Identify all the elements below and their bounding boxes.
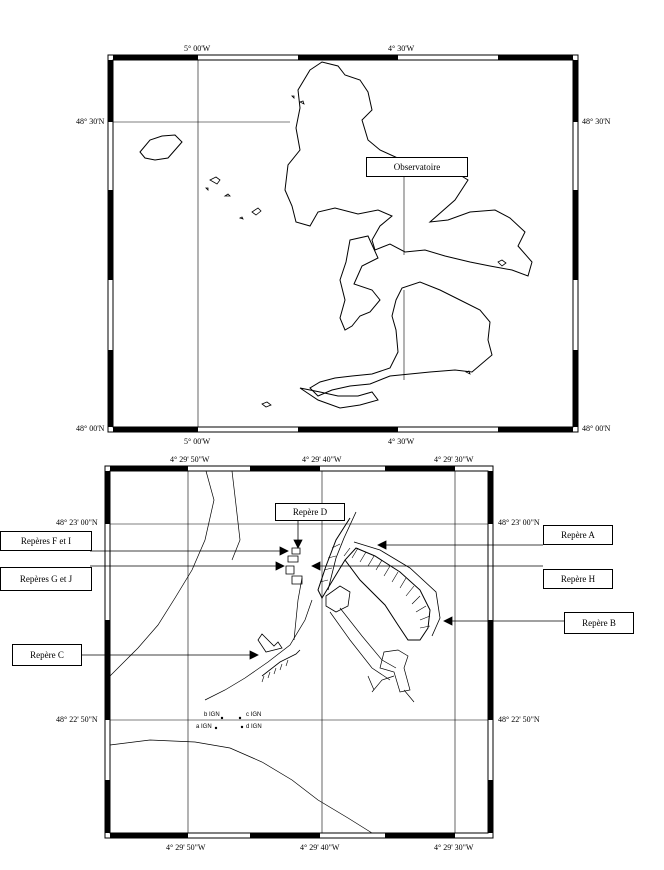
ign-b-label: b IGN <box>204 712 220 718</box>
map2-bottom-label-3: 4° 29' 30"W <box>434 843 474 852</box>
repere-b-callout: Repère B <box>564 612 634 634</box>
map1-bottom-label-2: 4° 30'W <box>388 437 415 446</box>
map1-right-label-1: 48° 30'N <box>582 117 611 126</box>
map2-coast-edge <box>293 577 303 641</box>
map1-ouessant-island <box>139 134 183 161</box>
map2-buildings <box>285 547 303 585</box>
map1-crozon-peninsula <box>339 235 381 331</box>
map2-top-label-3: 4° 29' 30"W <box>434 455 474 464</box>
map2-breakwater-outer <box>327 511 441 637</box>
map2-left-label-2: 48° 22' 50"N <box>56 715 98 724</box>
map2-depth-contour <box>109 470 215 677</box>
repere-d-callout: Repère D <box>275 503 345 521</box>
map2-inner-frame <box>109 470 489 834</box>
ign-d-label: d IGN <box>246 724 262 730</box>
map1-top-label-2: 4° 30'W <box>388 44 415 53</box>
map2-shoreline <box>231 470 241 561</box>
map2-t-jetty <box>257 633 283 653</box>
map2-pier <box>261 649 301 677</box>
map2-ign-points <box>214 716 244 730</box>
ign-c-label: c IGN <box>246 712 262 718</box>
map1-frame-scale-bars <box>108 55 578 432</box>
map2-right-label-2: 48° 22' 50"N <box>498 715 540 724</box>
map2-frame <box>104 465 494 839</box>
map1-bottom-label-1: 5° 00'W <box>184 437 211 446</box>
map1-south-coast <box>309 281 493 397</box>
repere-h-callout: Repère H <box>543 569 613 589</box>
map2-right-label-1: 48° 23' 00"N <box>498 518 540 527</box>
map2-breakwater <box>317 517 431 641</box>
map1-right-label-2: 48° 00'N <box>582 424 611 433</box>
map1-left-label-1: 48° 30'N <box>76 117 105 126</box>
map2-shore-curve <box>367 675 415 703</box>
map1-small-islands <box>205 95 507 408</box>
map2-left-label-1: 48° 23' 00"N <box>56 518 98 527</box>
map2-inner-basin <box>325 585 351 613</box>
map2-frame-scale-bars <box>105 466 493 838</box>
map2-bottom-label-2: 4° 29' 40"W <box>300 843 340 852</box>
repere-a-callout: Repère A <box>543 525 613 545</box>
ign-a-label: a IGN <box>196 724 212 730</box>
observatoire-callout: Observatoire <box>366 157 468 177</box>
map2-top-label-2: 4° 29' 40"W <box>302 455 342 464</box>
reperes-g-j-callout: Repères G et J <box>0 567 92 591</box>
map2-breakwater-hatching <box>319 543 431 629</box>
map1-sein-coast <box>299 387 379 409</box>
repere-c-callout: Repère C <box>12 644 82 666</box>
map2-callout-arrows <box>80 520 564 660</box>
map1-left-label-2: 48° 00'N <box>76 424 105 433</box>
map2-quay-road <box>329 607 397 681</box>
map2-top-label-1: 4° 29' 50"W <box>170 455 210 464</box>
map2-bottom-label-1: 4° 29' 50"W <box>166 843 206 852</box>
map2-coastline-south <box>109 739 373 834</box>
map1-top-label-1: 5° 00'W <box>184 44 211 53</box>
map1-coastline <box>284 61 533 277</box>
reperes-f-i-callout: Repères F et I <box>0 531 92 551</box>
map2-round-shoal <box>379 649 411 693</box>
map2-jetty-line <box>204 599 313 701</box>
map2-pier-hatching <box>261 659 289 683</box>
